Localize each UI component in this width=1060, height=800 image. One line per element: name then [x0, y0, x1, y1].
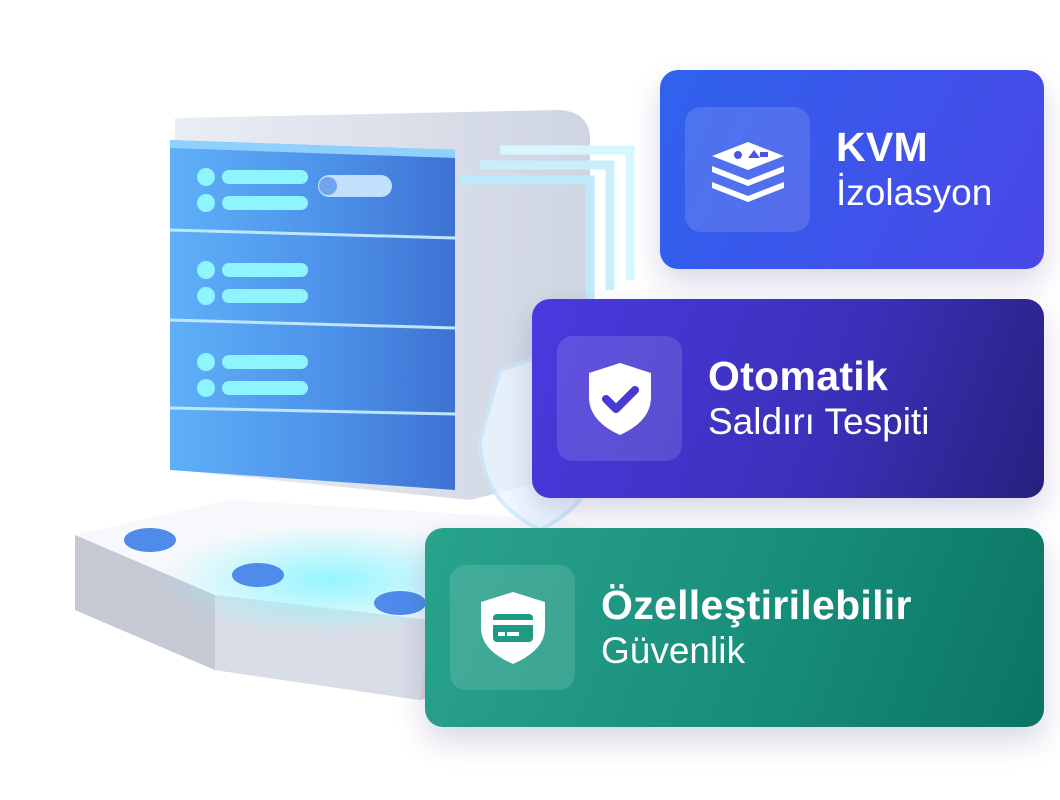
- feature-card-kvm: KVM İzolasyon: [660, 70, 1044, 269]
- card-title: Özelleştirilebilir: [601, 581, 912, 628]
- icon-tile: [450, 565, 575, 690]
- shield-card-icon: [480, 591, 545, 664]
- card-subtitle: İzolasyon: [836, 171, 993, 213]
- card-title: Otomatik: [708, 352, 889, 399]
- feature-card-custom-security: Özelleştirilebilir Güvenlik: [425, 528, 1044, 727]
- icon-tile: [685, 107, 810, 232]
- stack-icon: [711, 141, 784, 202]
- card-title: KVM: [836, 123, 929, 170]
- shield-check-icon: [588, 362, 651, 435]
- icon-tile: [557, 336, 682, 461]
- card-subtitle: Saldırı Tespiti: [708, 400, 930, 442]
- card-subtitle: Güvenlik: [601, 629, 745, 671]
- feature-card-attack-detection: Otomatik Saldırı Tespiti: [532, 299, 1044, 498]
